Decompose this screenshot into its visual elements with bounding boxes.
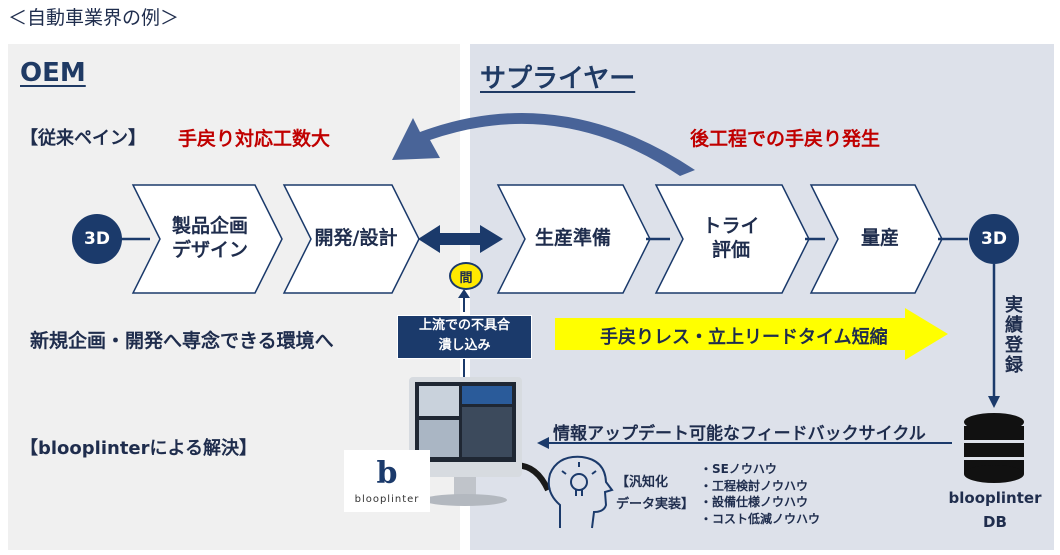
oem-pain-text: 手戻り対応工数大 (178, 128, 331, 150)
up-arrow (458, 289, 470, 298)
knowledge-list: ・SEノウハウ ・工程検討ノウハウ ・設備仕様ノウハウ ・コスト低減ノウハウ (700, 461, 820, 527)
oem-heading: OEM (20, 58, 86, 88)
chevron-shape (282, 184, 420, 294)
db-label-line2: DB (983, 513, 1007, 531)
chevron-shape (496, 184, 651, 294)
supplier-heading: サプライヤー (480, 64, 636, 94)
knowledge-item: ・設備仕様ノウハウ (700, 495, 809, 509)
knowledge-label-1: 【汎知化 (616, 475, 669, 490)
knowledge-item: ・工程検討ノウハウ (700, 478, 809, 493)
page-title: ＜自動車業界の例＞ (8, 7, 180, 29)
solution-label: 【blooplinterによる解決】 (20, 438, 257, 459)
knowledge-item: ・コスト低減ノウハウ (700, 511, 821, 526)
yellow-arrow-text: 手戻りレス・立上リードタイム短縮 (600, 327, 888, 348)
monitor-icon (409, 377, 522, 506)
step-development-design: 開発/設計 (314, 227, 398, 250)
logo-letter: b (376, 456, 398, 491)
yellow-right-arrow (555, 308, 948, 360)
db-label: blooplinter DB (940, 486, 1050, 534)
knowledge-item: ・SEノウハウ (700, 462, 777, 476)
supplier-pain-text: 後工程での手戻り発生 (690, 128, 881, 150)
upstream-line-1: 上流での不具合 (418, 318, 510, 333)
pain-label: 【従来ペイン】 (20, 128, 146, 149)
logo-wordmark: blooplinter (354, 494, 420, 505)
upstream-issue-box: 上流での不具合 潰し込み (397, 315, 532, 359)
upstream-line-2: 潰し込み (438, 338, 491, 353)
head-bulb-icon (547, 455, 614, 529)
vertical-label: 実績登録 (1005, 295, 1023, 376)
db-label-line1: blooplinter (948, 489, 1042, 507)
chevron-shape (131, 184, 283, 294)
end-3d-circle: 3D (969, 214, 1019, 264)
knowledge-label-2: データ実装】 (616, 497, 695, 512)
start-3d-circle: 3D (72, 214, 122, 264)
step-production-prep: 生産準備 (534, 227, 611, 250)
curved-return-arrow (392, 112, 695, 176)
step-planning-design: 製品企画 デザイン (171, 215, 248, 261)
blooplinter-logo: b blooplinter (344, 450, 430, 512)
step-mass-production: 量産 (860, 227, 899, 250)
chevron-shape (654, 184, 810, 294)
step-trial-evaluation: トライ 評価 (702, 215, 760, 261)
database-icon (964, 413, 1024, 483)
env-text: 新規企画・開発へ専念できる環境へ (30, 330, 334, 352)
double-arrow (418, 225, 503, 253)
chevron-shape (809, 184, 943, 294)
supplier-panel (470, 44, 1054, 550)
feedback-text: 情報アップデート可能なフィードバックサイクル (553, 424, 926, 444)
ma-badge: 間 (449, 262, 483, 290)
